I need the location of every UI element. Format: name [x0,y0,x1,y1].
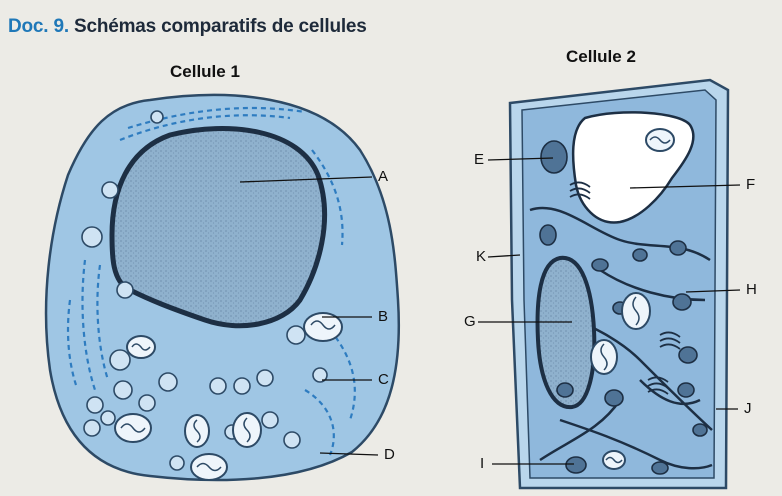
label-B: B [378,308,388,325]
label-D: D [384,446,395,463]
label-I: I [480,455,484,472]
label-A: A [378,168,388,185]
label-E: E [474,151,484,168]
cell2-plant-cell [510,80,728,488]
label-H: H [746,281,757,298]
label-C: C [378,371,389,388]
cell1-nucleus [112,128,325,325]
label-F: F [746,176,755,193]
label-G: G [464,313,476,330]
cell1-animal-cell [46,95,399,480]
label-J: J [744,400,752,417]
label-K: K [476,248,486,265]
